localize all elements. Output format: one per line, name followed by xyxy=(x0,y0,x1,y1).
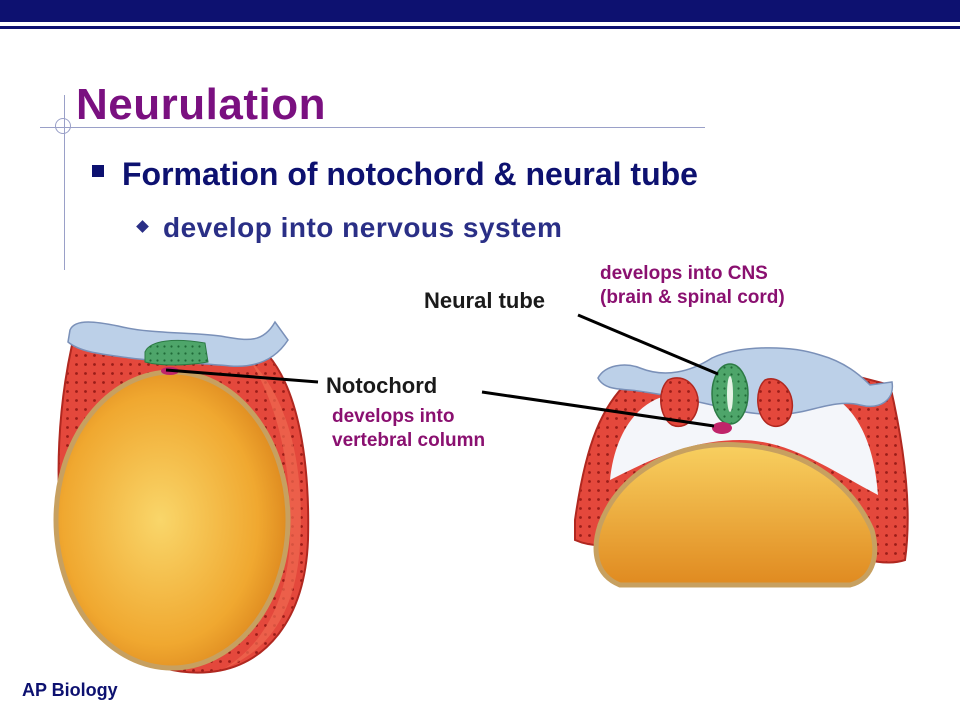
notochord-leader-left xyxy=(165,368,319,384)
right-neural-canal xyxy=(727,376,733,412)
right-yolk-mass xyxy=(593,441,878,588)
bullet-level-2: develop into nervous system xyxy=(136,212,563,244)
notochord-label: Notochord xyxy=(326,373,438,398)
right-somite-right xyxy=(757,378,794,428)
neural-tube-note: develops into CNS (brain & spinal cord) xyxy=(600,262,785,310)
notochord-note-line-2: vertebral column xyxy=(332,430,486,451)
top-banner-bar xyxy=(0,0,960,22)
left-mesoderm-shade xyxy=(225,360,301,668)
notochord-note: develops into vertebral column xyxy=(332,405,485,453)
right-notochord xyxy=(712,422,732,434)
late-embryo-cross-section xyxy=(574,347,909,588)
bullet-level-2-text: develop into nervous system xyxy=(163,212,563,243)
footer-course-label: AP Biology xyxy=(22,680,118,700)
left-neural-plate xyxy=(144,339,209,366)
square-bullet-icon xyxy=(92,165,104,177)
neural-tube-leader xyxy=(577,313,719,376)
left-yolk-mass xyxy=(53,369,291,671)
vertical-guide-line xyxy=(64,95,65,270)
neural-tube-label: Neural tube xyxy=(424,288,546,313)
notochord-leader-right xyxy=(481,390,715,428)
title-guide-line xyxy=(40,127,705,128)
bullet-level-1-text: Formation of notochord & neural tube xyxy=(122,156,698,192)
neural-tube-note-line-1: develops into CNS xyxy=(600,263,768,284)
neural-tube-note-line-2: (brain & spinal cord) xyxy=(600,287,785,308)
top-banner-rule xyxy=(0,26,960,29)
bullet-level-1: Formation of notochord & neural tube xyxy=(92,156,698,193)
crosshair-circle-icon xyxy=(55,118,71,134)
notochord-note-line-1: develops into xyxy=(332,406,455,427)
slide-title: Neurulation xyxy=(76,80,326,129)
early-embryo-cross-section xyxy=(53,320,310,674)
